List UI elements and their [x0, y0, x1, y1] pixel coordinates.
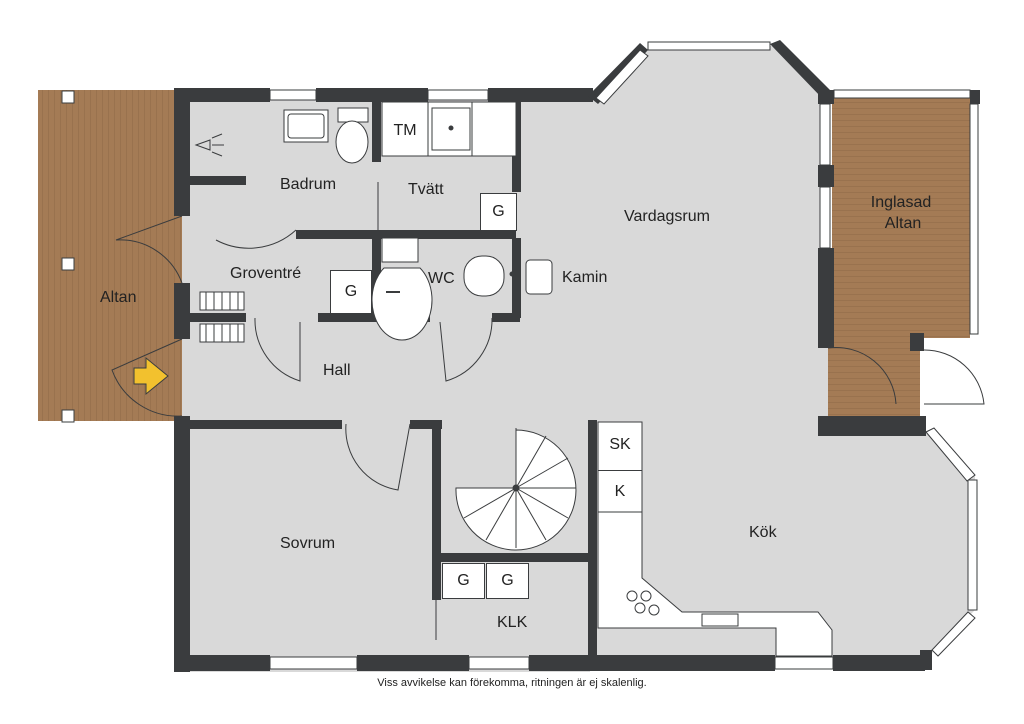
fixture-g-tvatt: G — [480, 193, 517, 231]
doors — [111, 182, 985, 640]
inglasad-altan-step — [828, 338, 920, 416]
room-label-groventre: Groventré — [230, 265, 302, 282]
room-label-klk: KLK — [497, 614, 528, 631]
altan-posts — [61, 90, 75, 423]
altan-deck — [38, 90, 183, 421]
room-label-inglasad-line2: Altan — [884, 215, 922, 232]
shower-icon — [194, 133, 224, 157]
spiral-stairs — [455, 428, 577, 551]
room-label-altan: Altan — [100, 289, 137, 306]
room-label-sovrum: Sovrum — [280, 535, 336, 552]
fixture-g-klk1: G — [442, 563, 485, 599]
fixture-sk: SK — [609, 436, 631, 453]
bathroom-fixtures — [283, 101, 553, 341]
room-label-badrum: Badrum — [280, 176, 337, 193]
room-label-hall: Hall — [323, 362, 351, 379]
fixture-g-groventre: G — [330, 270, 372, 314]
fixture-g-klk2: G — [486, 563, 529, 599]
room-label-wc: WC — [428, 270, 455, 287]
kitchen-counter — [597, 421, 833, 657]
benches — [199, 291, 245, 343]
room-label-kok: Kök — [749, 524, 777, 541]
main-floor — [182, 46, 975, 672]
room-label-inglasad-line1: Inglasad — [870, 194, 932, 211]
windows — [269, 41, 979, 670]
inglasad-altan-deck — [832, 98, 970, 338]
room-label-vardagsrum: Vardagsrum — [624, 208, 710, 225]
scale-disclaimer: Viss avvikelse kan förekomma, ritningen … — [377, 677, 647, 689]
fixture-k: K — [598, 470, 642, 512]
room-label-tvatt: Tvätt — [408, 181, 444, 198]
entry-arrow-icon — [133, 356, 169, 396]
room-label-kamin: Kamin — [562, 269, 608, 286]
fixture-tm: TM — [383, 111, 427, 151]
